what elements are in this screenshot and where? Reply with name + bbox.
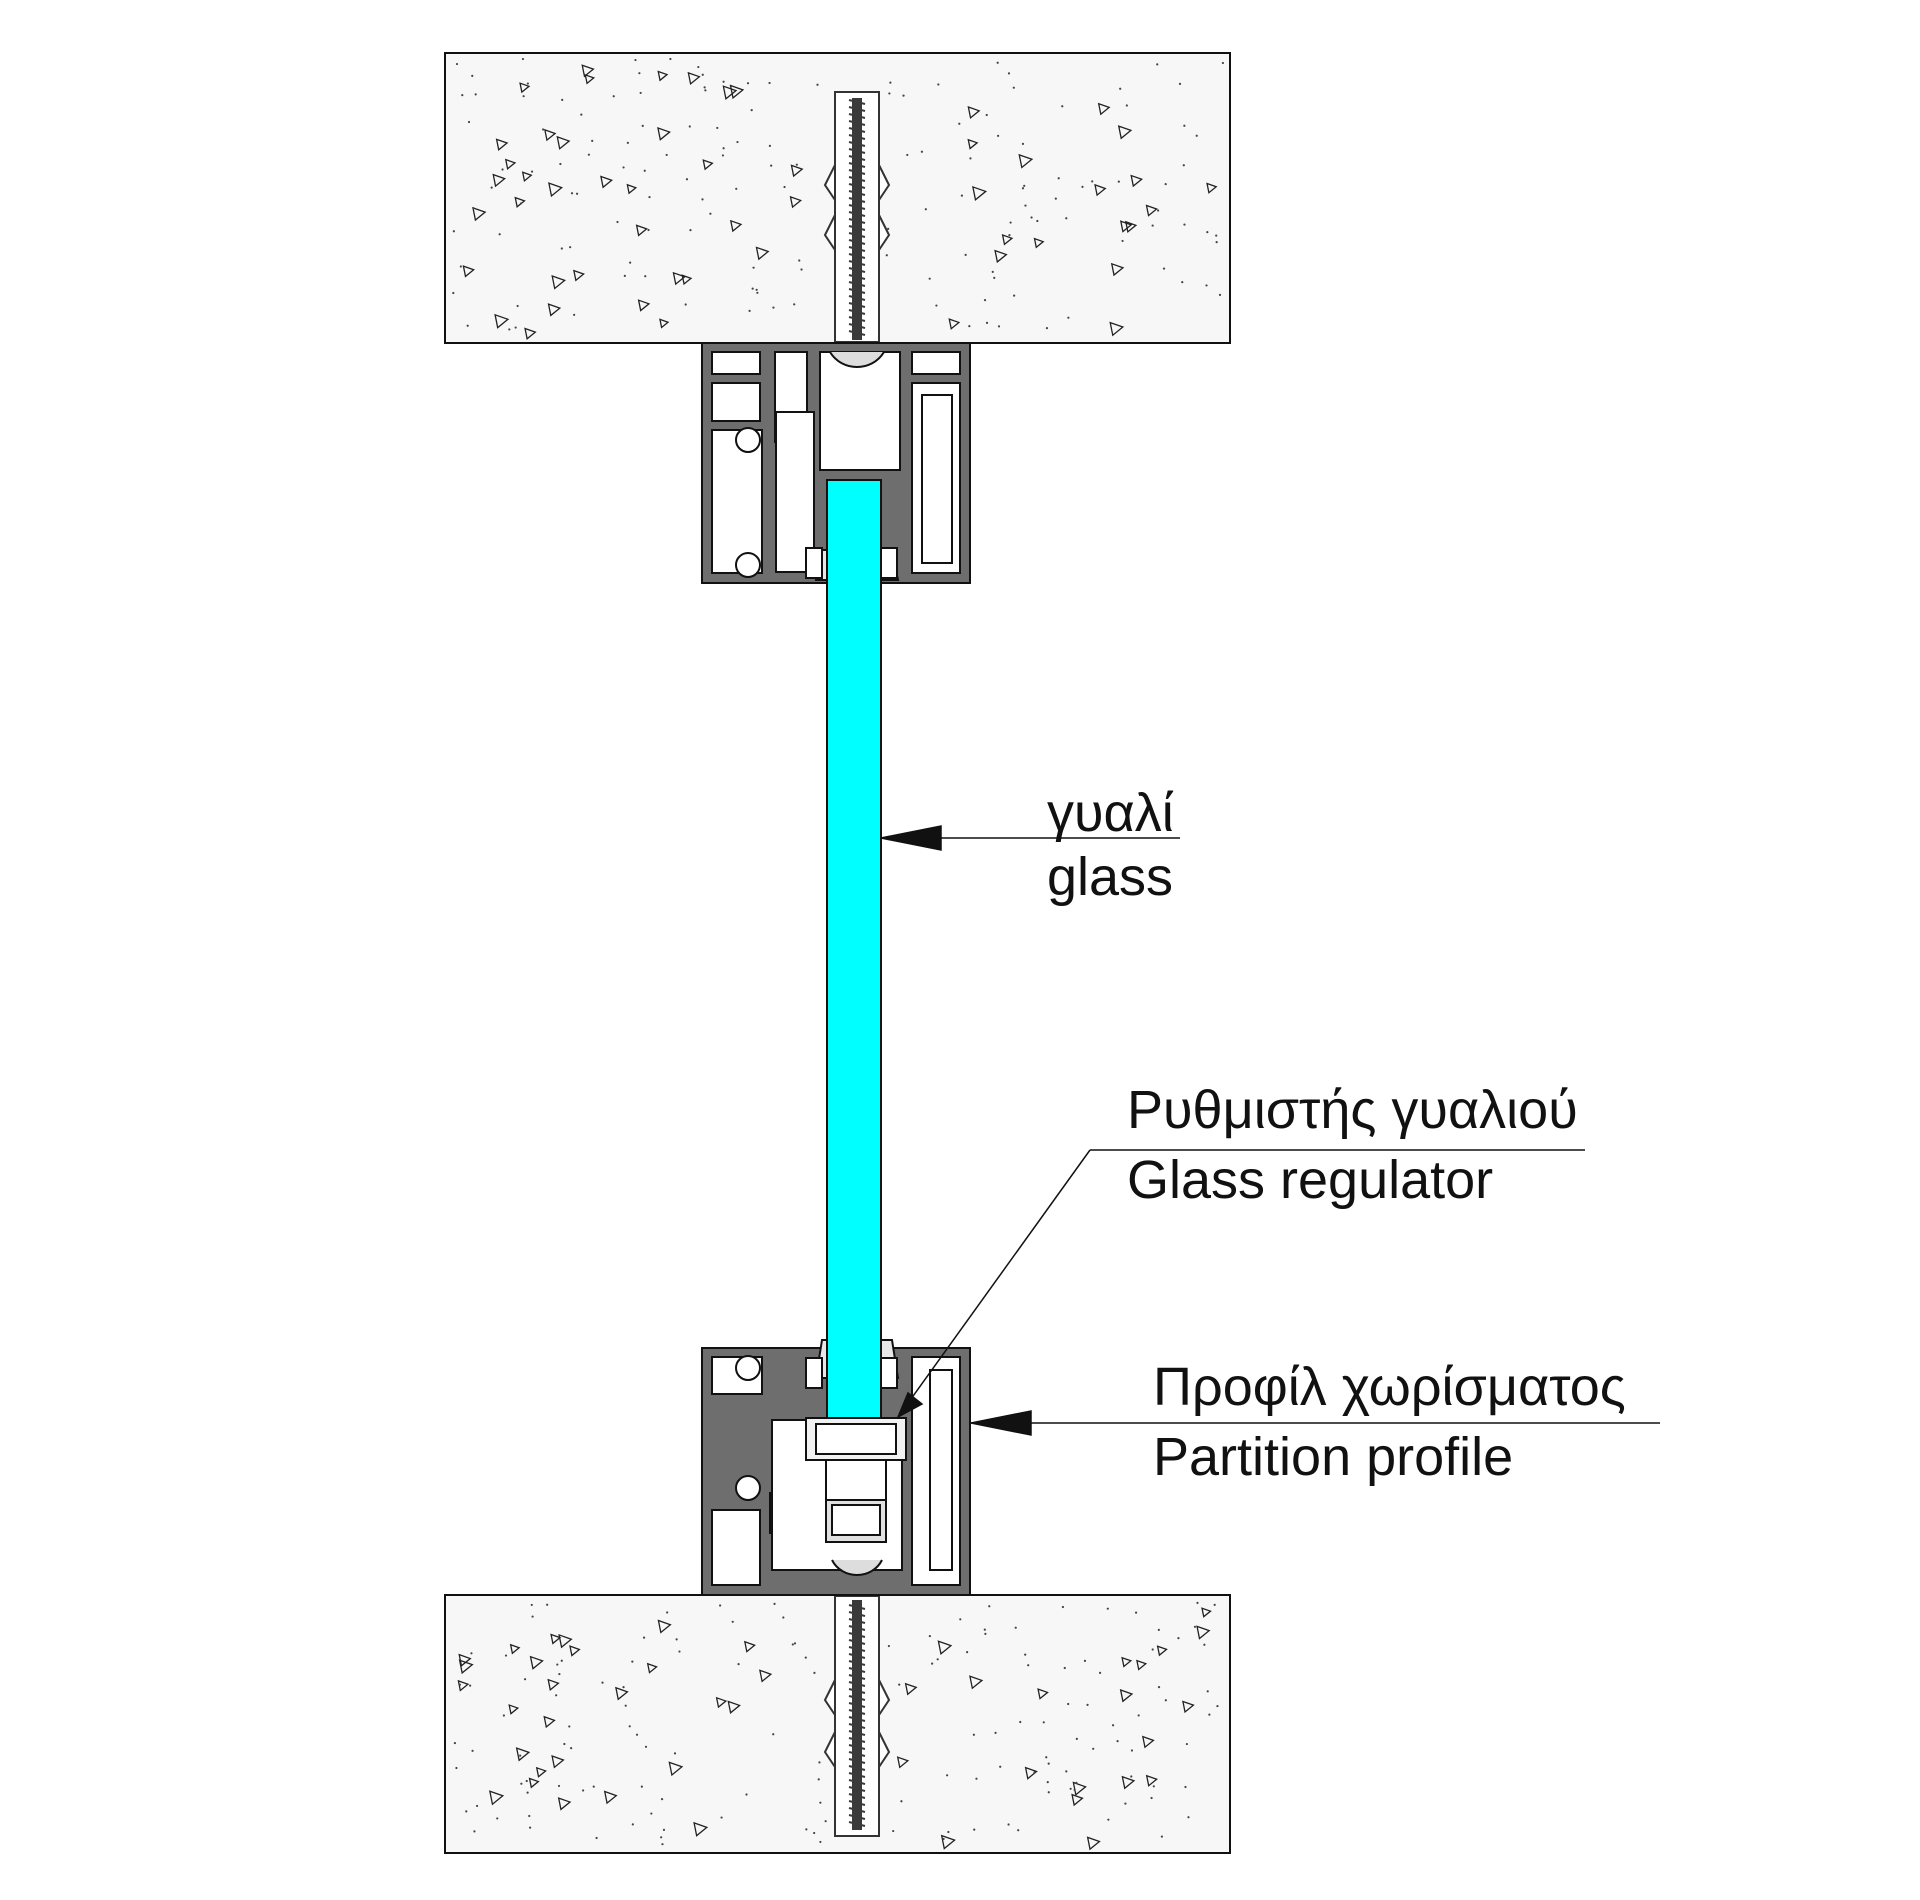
anchor-screw-top [823, 91, 891, 343]
leader-lines [880, 825, 1660, 1436]
glass-label-greek: γυαλί [1047, 783, 1174, 843]
glass-pane [826, 479, 882, 1419]
concrete-aggregate-bottom [453, 1601, 1219, 1851]
glass-label-english: glass [1047, 847, 1174, 907]
regulator-label-english: Glass regulator [1127, 1150, 1494, 1210]
concrete-aggregate-top [452, 57, 1225, 340]
anchor-screw-bottom [823, 1595, 891, 1837]
partition-profile-top [701, 342, 971, 584]
profile-label-english: Partition profile [1153, 1427, 1514, 1487]
profile-label-greek: Προφίλ χωρίσματος [1153, 1357, 1626, 1417]
regulator-label-greek: Ρυθμιστής γυαλιού [1127, 1080, 1578, 1140]
